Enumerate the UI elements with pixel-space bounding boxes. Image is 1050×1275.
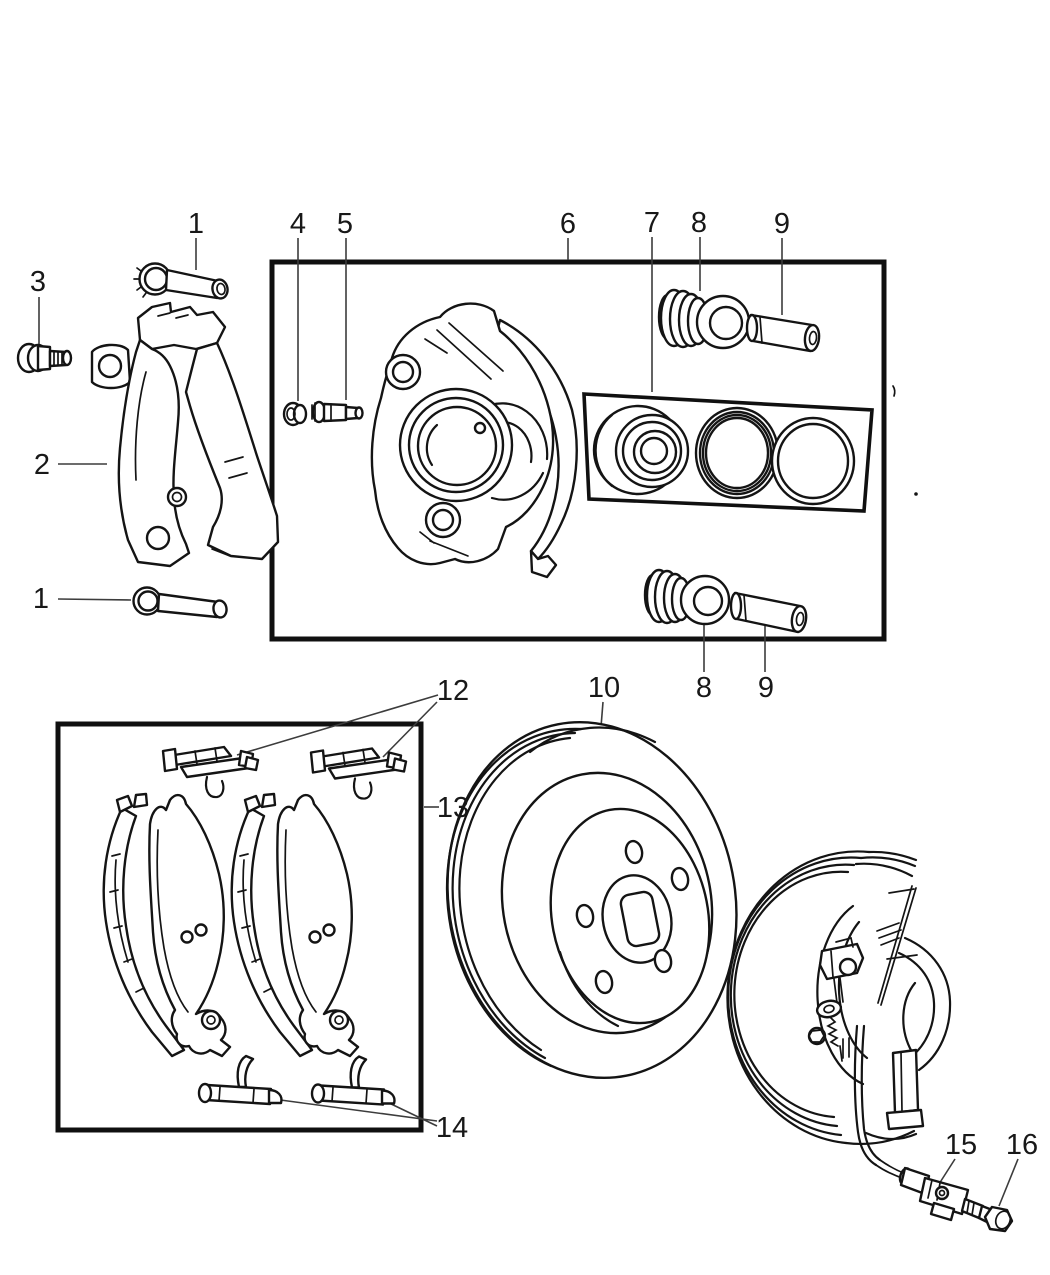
cap-part (282, 401, 308, 427)
brake-pad-pair (102, 792, 232, 1058)
brake-pad-pair-right (230, 792, 360, 1058)
bushing-bottom (643, 568, 731, 626)
callout-3: 3 (30, 266, 46, 298)
caliper-parts-box (269, 259, 887, 642)
adapter-bracket (90, 301, 280, 568)
pad-kit-box (55, 721, 424, 1133)
pad-clip-bottom (197, 1054, 283, 1106)
callout-14: 14 (436, 1112, 468, 1144)
callout-4: 4 (290, 208, 306, 240)
callout-16: 16 (1006, 1129, 1038, 1161)
callout-9-bottom: 9 (758, 672, 774, 704)
callout-8-bottom: 8 (696, 672, 712, 704)
speck (892, 385, 896, 397)
callout-15: 15 (945, 1129, 977, 1161)
callout-10: 10 (588, 672, 620, 704)
pad-clip-bottom-right (310, 1055, 396, 1106)
wheel-speed-sensor (898, 1166, 985, 1222)
adapter-bolt-top (133, 262, 229, 300)
callout-8-top: 8 (691, 207, 707, 239)
brake-caliper (370, 302, 578, 579)
callout-2: 2 (34, 449, 50, 481)
leader-lines (38, 237, 1019, 1207)
callout-12: 12 (437, 675, 469, 707)
bleeder-screw-part (311, 400, 364, 424)
callout-6: 6 (560, 208, 576, 240)
guide-pin-top (745, 313, 821, 353)
callout-9-top: 9 (774, 208, 790, 240)
callout-1-bottom: 1 (33, 583, 49, 615)
callout-5: 5 (337, 208, 353, 240)
seal-kit (582, 392, 874, 513)
adapter-screw (16, 342, 73, 374)
callout-7: 7 (644, 207, 660, 239)
callouts: 1 3 2 1 4 5 6 7 8 9 8 9 10 12 13 14 15 1… (30, 207, 1038, 1161)
backing-plate-assembly (726, 850, 952, 1180)
callout-13: 13 (437, 792, 469, 824)
pad-clip-top-right (309, 747, 408, 800)
pad-clip-top (161, 745, 260, 799)
guide-pin-bottom (729, 591, 808, 634)
sensor-bolt (977, 1204, 1014, 1233)
brake-rotor (445, 720, 738, 1080)
adapter-bolt-bottom (132, 586, 228, 619)
speck (914, 492, 918, 496)
bushing-top (657, 288, 751, 350)
callout-1-top: 1 (188, 208, 204, 240)
